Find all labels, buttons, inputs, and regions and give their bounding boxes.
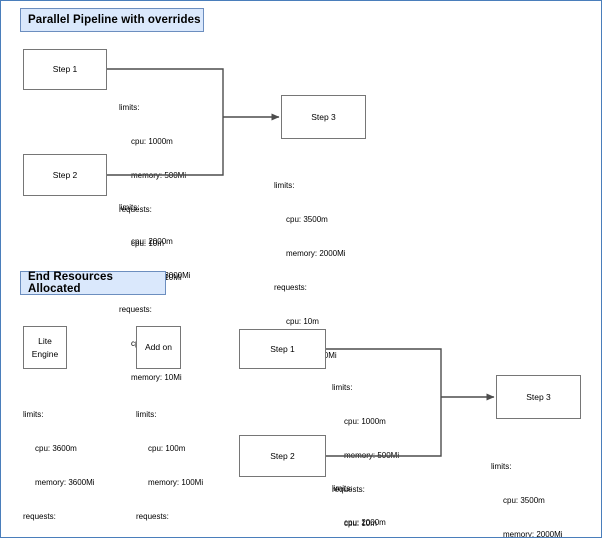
limits-cpu: cpu: 100m (148, 443, 186, 453)
section-title-parallel-pipeline: Parallel Pipeline with overrides (20, 8, 204, 32)
limits-header: limits: (23, 409, 44, 419)
resources-bottom-step2: limits: cpu: 2000m memory: 3000Mi reques… (332, 460, 404, 537)
node-label: Step 2 (52, 169, 78, 180)
requests-cpu: cpu: 10m (344, 519, 377, 529)
limits-cpu: cpu: 1000m (344, 416, 386, 426)
requests-header: requests: (23, 511, 56, 521)
limits-cpu: cpu: 2000m (344, 517, 386, 527)
resources-add-on: limits: cpu: 100m memory: 100Mi requests… (136, 386, 204, 537)
limits-memory: memory: 2000Mi (503, 529, 563, 538)
limits-cpu: cpu: 3500m (503, 495, 545, 505)
limits-header: limits: (332, 382, 353, 392)
node-label: Step 3 (311, 111, 336, 122)
limits-memory: memory: 3600Mi (35, 477, 95, 487)
limits-header: limits: (119, 202, 140, 212)
node-bottom-step2[interactable]: Step 2 (239, 435, 326, 477)
requests-memory: memory: 10Mi (131, 373, 182, 383)
requests-cpu: cpu: 10m (131, 239, 164, 249)
limits-cpu: cpu: 1000m (131, 136, 173, 146)
requests-cpu: cpu: 10m (286, 317, 319, 327)
node-bottom-step1[interactable]: Step 1 (239, 329, 326, 369)
limits-header: limits: (332, 483, 353, 493)
requests-header: requests: (119, 204, 152, 214)
section-title-text: End Resources Allocated (28, 271, 114, 295)
node-label-line2: Engine (31, 348, 59, 359)
requests-header: requests: (274, 282, 307, 292)
limits-header: limits: (274, 180, 295, 190)
node-top-step1[interactable]: Step 1 (23, 49, 107, 90)
limits-cpu: cpu: 3600m (35, 443, 77, 453)
resources-bottom-step3: limits: cpu: 3500m memory: 2000Mi reques… (491, 438, 563, 538)
limits-memory: memory: 100Mi (148, 477, 204, 487)
limits-header: limits: (119, 102, 140, 112)
node-label: Step 1 (52, 64, 78, 75)
limits-memory: memory: 2000Mi (286, 248, 346, 258)
node-label: Step 3 (526, 391, 551, 402)
node-label-line1: Lite (38, 336, 52, 347)
requests-header: requests: (119, 304, 152, 314)
node-label: Step 2 (270, 450, 295, 461)
node-label: Add on (145, 342, 172, 353)
resources-lite-engine: limits: cpu: 3600m memory: 3600Mi reques… (23, 386, 95, 537)
requests-header: requests: (136, 511, 169, 521)
section-title-end-resources: End Resources Allocated (20, 271, 166, 295)
requests-header: requests: (332, 484, 365, 494)
limits-header: limits: (136, 409, 157, 419)
node-add-on[interactable]: Add on (136, 326, 181, 369)
limits-cpu: cpu: 2000m (131, 236, 173, 246)
node-top-step2[interactable]: Step 2 (23, 154, 107, 196)
limits-cpu: cpu: 3500m (286, 214, 328, 224)
node-top-step3[interactable]: Step 3 (281, 95, 366, 139)
limits-header: limits: (491, 461, 512, 471)
node-label: Step 1 (270, 343, 295, 354)
node-bottom-step3[interactable]: Step 3 (496, 375, 581, 419)
section-title-text: Parallel Pipeline with overrides (28, 14, 201, 26)
